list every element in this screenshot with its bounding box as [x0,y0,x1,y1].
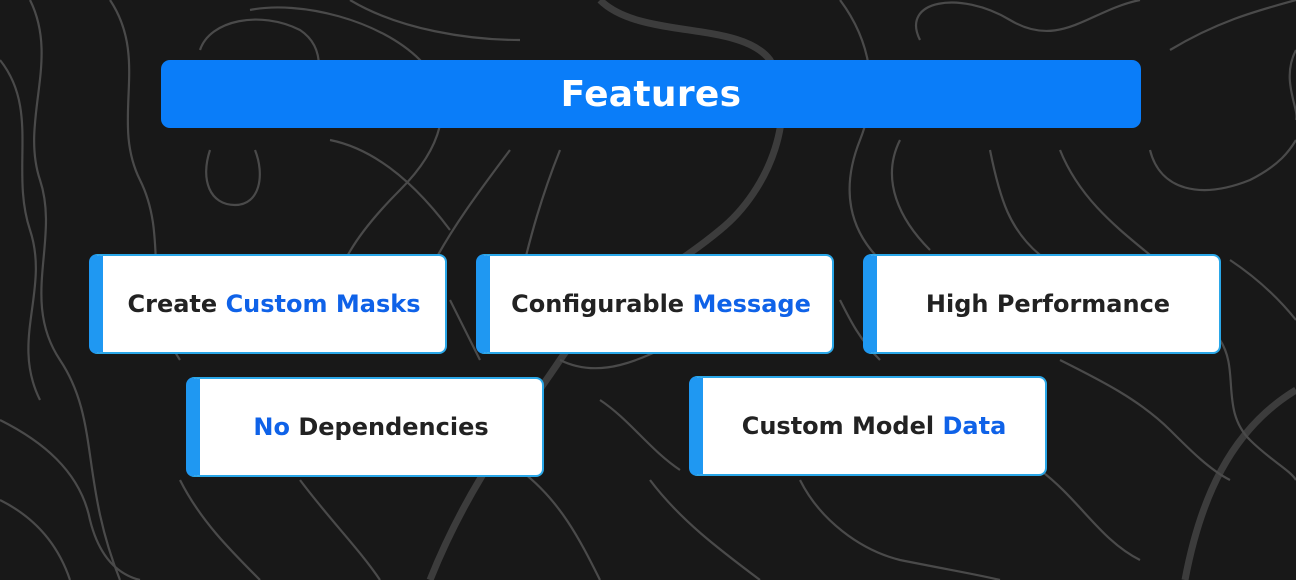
feature-highlight: Data [942,412,1007,440]
features-header: Features [161,60,1141,128]
feature-highlight: No [253,413,290,441]
feature-highlight: Custom Masks [225,290,421,318]
feature-card-no-dependencies: No Dependencies [186,377,544,477]
feature-text: Custom Model [741,412,935,440]
header-title: Features [560,73,742,115]
feature-card-high-performance: High Performance [863,254,1221,354]
feature-text: Create [127,290,218,318]
feature-text: Dependencies [298,413,489,441]
feature-text: Configurable [511,290,685,318]
feature-highlight: Message [692,290,811,318]
feature-text: High Performance [925,290,1171,318]
